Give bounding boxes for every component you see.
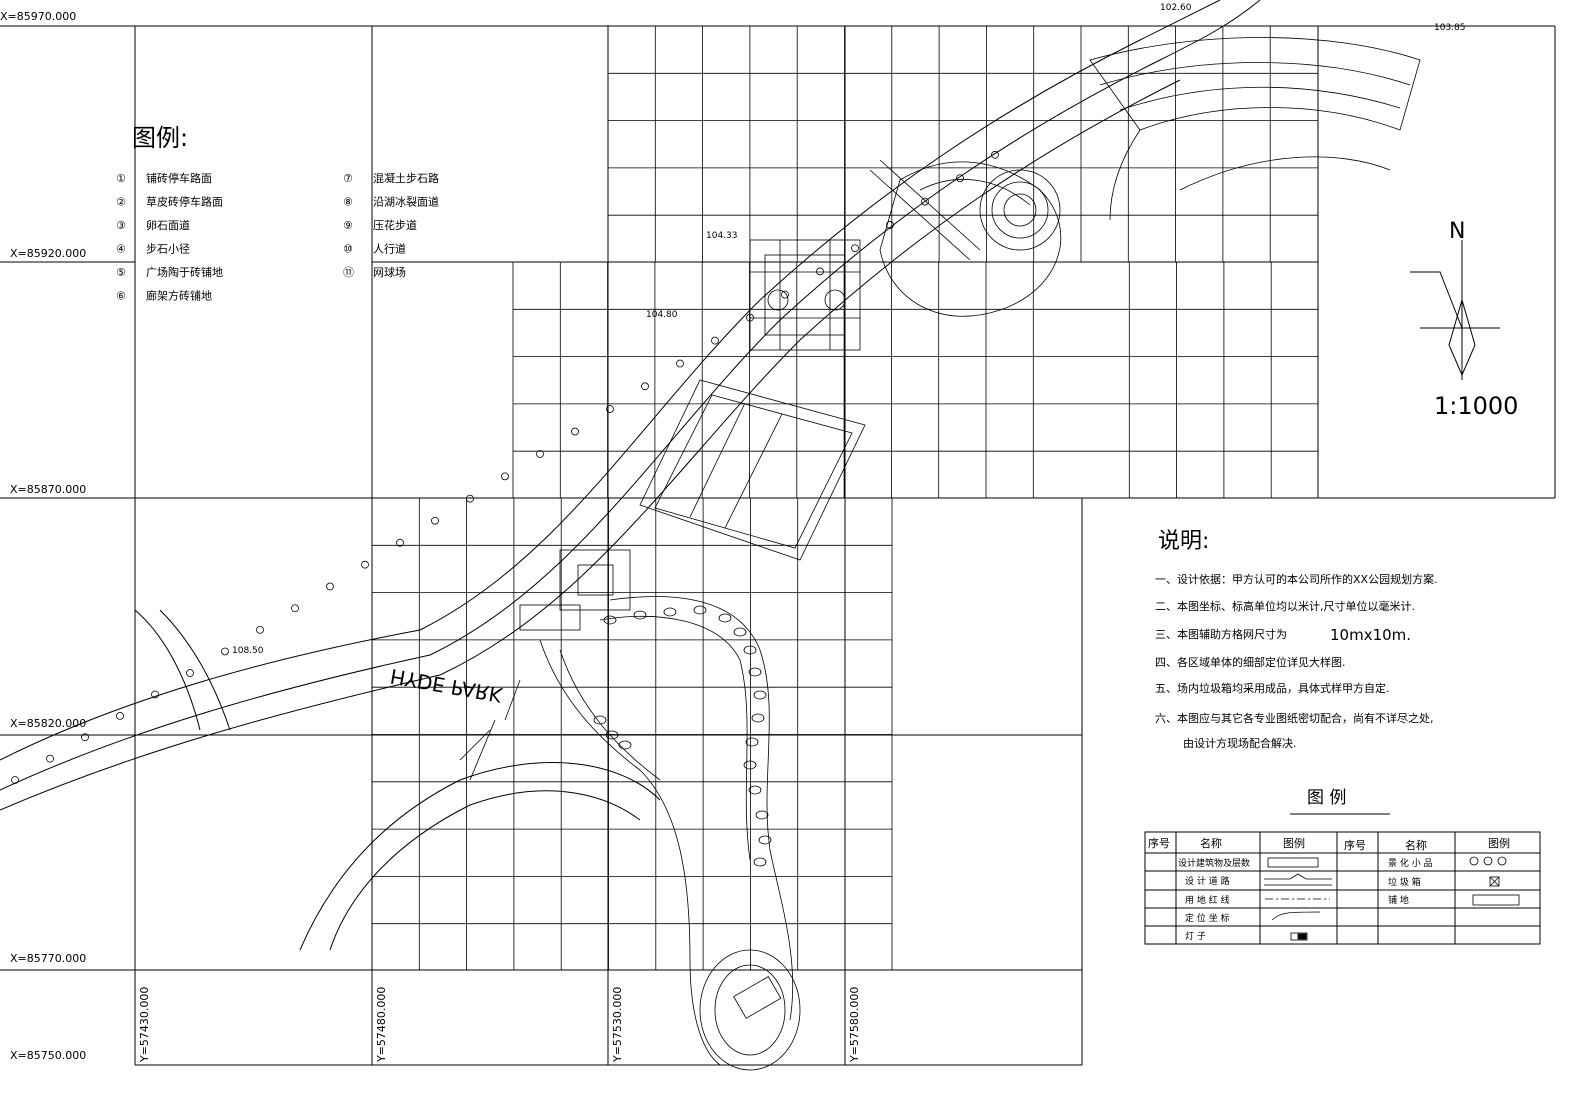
legend-item-number: ② <box>116 196 126 209</box>
north-plaza <box>869 37 1421 317</box>
pergola-square <box>749 239 861 351</box>
x-coord-label: X=85820.000 <box>10 717 86 730</box>
note-line: 由设计方现场配合解决. <box>1183 736 1297 750</box>
y-coordinate-labels: Y=57430.000 Y=57480.000 Y=57530.000 Y=57… <box>138 987 861 1063</box>
legend-item-label: 人行道 <box>373 242 406 256</box>
symbol-table: 图 例 序号 名称 图例 序号 名称 图例 设计建筑物及层数 设 计 道 路 用… <box>1144 788 1541 945</box>
table-cell: 设 计 道 路 <box>1185 875 1230 887</box>
building-symbol <box>1267 857 1319 868</box>
legend-item-label: 步石小径 <box>146 243 190 256</box>
lake-edge <box>539 596 801 1071</box>
trash-bin-symbol <box>1489 876 1500 887</box>
legend-item-label: 卵石面道 <box>146 218 190 232</box>
x-coord-label: X=85970.000 <box>0 10 76 23</box>
legend-item-label: 压花步道 <box>373 218 417 232</box>
stepping-stones <box>593 605 772 867</box>
paving-legend: 图例: ① 铺砖停车路面 ② 草皮砖停车路面 ③ 卵石面道 ④ 步石小径 ⑤ 广场陶于砖铺地 ⑥ 廊架… <box>116 124 439 303</box>
elevation-label: 102.60 <box>1160 3 1192 13</box>
main-road <box>0 0 1261 951</box>
table-cell: 定 位 坐 标 <box>1185 912 1230 924</box>
legend-item-label: 混凝土步石路 <box>373 171 439 185</box>
legend-item-number: ③ <box>116 219 126 232</box>
notes-title: 说明: <box>1158 529 1209 554</box>
legend-item-number: ⑩ <box>343 243 353 256</box>
tennis-courts <box>639 379 866 561</box>
legend-item-number: ① <box>116 172 126 185</box>
table-cell: 灯 子 <box>1185 931 1206 942</box>
elevation-label: 104.33 <box>706 231 738 241</box>
table-header: 图例 <box>1283 836 1305 850</box>
table-header: 图例 <box>1488 836 1510 850</box>
table-cell: 铺 地 <box>1388 894 1409 906</box>
coordinate-symbol <box>1271 911 1321 921</box>
lamp-symbol <box>1290 932 1308 941</box>
note-line: 二、本图坐标、标高单位均以米计,尺寸单位以毫米计. <box>1155 599 1415 613</box>
legend-item-label: 广场陶于砖铺地 <box>146 265 223 279</box>
legend-item-label: 草皮砖停车路面 <box>146 195 223 209</box>
table-header: 名称 <box>1200 836 1222 850</box>
legend-item-number: ④ <box>116 243 126 256</box>
note-line: 一、设计依据：甲方认可的本公司所作的XX公园规划方案. <box>1155 572 1438 586</box>
x-coord-label: X=85770.000 <box>10 952 86 965</box>
paving-symbol <box>1472 894 1520 906</box>
legend-item-label: 沿湖冰裂面道 <box>373 195 439 209</box>
note-grid-size: 10mx10m. <box>1330 626 1411 644</box>
legend-item-number: ⑤ <box>116 266 126 279</box>
legend-item-number: ⑪ <box>343 266 354 279</box>
table-cell: 垃 圾 箱 <box>1388 876 1421 888</box>
y-coord-label: Y=57430.000 <box>138 987 151 1063</box>
scale-label: 1:1000 <box>1434 392 1518 420</box>
design-notes: 说明: 一、设计依据：甲方认可的本公司所作的XX公园规划方案. 二、本图坐标、标… <box>1155 529 1438 750</box>
x-coord-label: X=85750.000 <box>10 1049 86 1062</box>
table-cell: 设计建筑物及层数 <box>1178 857 1250 869</box>
x-coord-label: X=85870.000 <box>10 483 86 496</box>
legend-item-number: ⑧ <box>343 196 353 209</box>
legend-item-label: 铺砖停车路面 <box>146 171 212 185</box>
legend-title: 图例: <box>132 124 188 152</box>
park-name-label: HYDE PARK <box>388 664 504 707</box>
legend-item-number: ⑥ <box>116 290 126 303</box>
west-entrance-plaza <box>459 549 631 781</box>
road-lamps <box>11 150 999 784</box>
table-header: 序号 <box>1148 836 1170 850</box>
sketch-symbol <box>1469 856 1479 866</box>
elevation-label: 104.80 <box>646 310 678 320</box>
x-coordinate-labels: X=85970.000 X=85920.000 X=85870.000 X=85… <box>0 10 86 1062</box>
north-label: N <box>1449 219 1465 244</box>
legend-item-label: 廊架方砖铺地 <box>146 289 212 303</box>
table-cell: 景 化 小 品 <box>1388 857 1433 869</box>
table-header: 序号 <box>1344 838 1366 852</box>
note-line: 六、本图应与其它各专业图纸密切配合，尚有不详尽之处, <box>1155 711 1434 725</box>
table-header: 名称 <box>1405 838 1427 852</box>
symbol-table-title: 图 例 <box>1307 788 1346 808</box>
table-cell: 用 地 红 线 <box>1185 894 1230 906</box>
y-coord-label: Y=57530.000 <box>611 987 624 1063</box>
road-symbol <box>1264 873 1332 886</box>
legend-item-number: ⑦ <box>343 172 353 185</box>
y-coord-label: Y=57580.000 <box>848 987 861 1063</box>
note-line: 三、本图辅助方格网尺寸为 <box>1155 627 1287 641</box>
y-coord-label: Y=57480.000 <box>375 987 388 1063</box>
x-coord-label: X=85920.000 <box>10 247 86 260</box>
legend-item-label: 网球场 <box>373 265 406 279</box>
note-line: 四、各区域单体的细部定位详见大样图. <box>1155 655 1346 669</box>
legend-item-number: ⑨ <box>343 219 353 232</box>
elevation-label: 103.85 <box>1434 23 1466 33</box>
north-arrow <box>1410 240 1500 380</box>
note-line: 五、场内垃圾箱均采用成品，具体式样甲方自定. <box>1155 681 1390 695</box>
elevation-label: 108.50 <box>232 646 264 656</box>
